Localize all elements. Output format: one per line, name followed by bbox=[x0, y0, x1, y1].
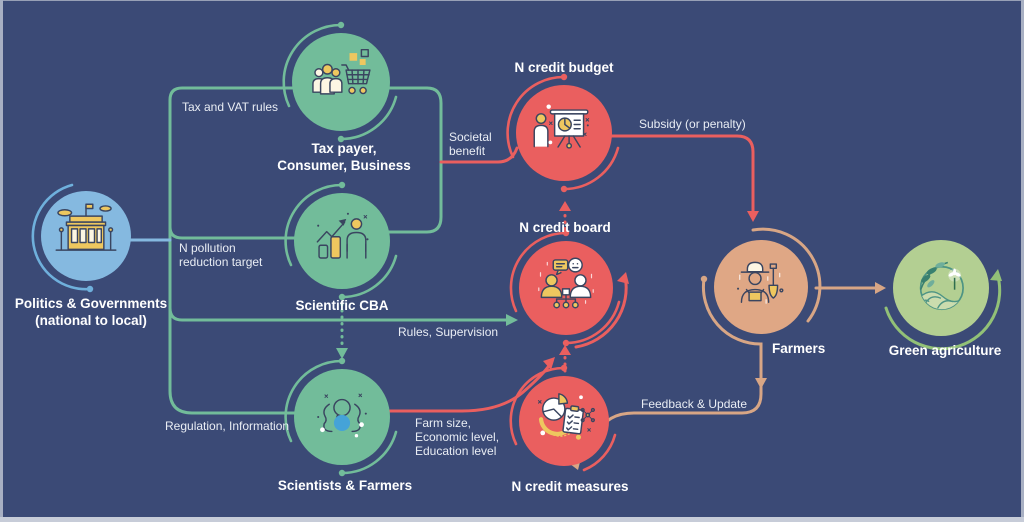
farm-size-label: Farm size, Economic level, Education lev… bbox=[415, 416, 500, 458]
rules-supervision-label: Rules, Supervision bbox=[398, 325, 499, 339]
farmers-top-arc bbox=[751, 227, 822, 323]
node-arcs-red bbox=[506, 75, 621, 472]
board-label: N credit board bbox=[519, 220, 611, 235]
subsidy-arrowhead bbox=[747, 211, 759, 222]
taxpayer-label: Tax payer, Consumer, Business bbox=[277, 141, 411, 173]
farmers-circle bbox=[714, 240, 808, 334]
pie-checklist-icon bbox=[537, 393, 595, 440]
board-budget-arrowhead bbox=[559, 201, 571, 211]
politics-arc bbox=[31, 183, 92, 291]
regulation-information-label: Regulation, Information bbox=[165, 419, 290, 433]
agri-arc-arrowhead bbox=[990, 269, 1002, 281]
presentation-chart-icon bbox=[533, 104, 590, 149]
agri-label: Green agriculture bbox=[888, 343, 1002, 358]
societal-benefit-label: Societal benefit bbox=[449, 130, 492, 158]
edge-societal-benefit bbox=[439, 146, 519, 164]
farmers-agri-arrowhead bbox=[875, 282, 886, 294]
feedback-mid-arrowhead bbox=[755, 378, 767, 389]
feedback-update-label: Feedback & Update bbox=[641, 397, 748, 411]
discussion-bubble-icon bbox=[317, 393, 367, 438]
budget-label: N credit budget bbox=[514, 60, 614, 75]
n-pollution-target-label: N pollution reduction target bbox=[179, 241, 263, 269]
farmer-shovel-icon bbox=[737, 261, 784, 304]
measures-label: N credit measures bbox=[511, 479, 629, 494]
node-arcs-green bbox=[282, 23, 398, 475]
agri-circle bbox=[893, 240, 989, 336]
scientists-label: Scientists & Farmers bbox=[277, 478, 413, 493]
measures-board-arrowhead bbox=[559, 345, 571, 355]
people-shopping-cart-icon bbox=[312, 48, 371, 95]
tax-vat-rules-label: Tax and VAT rules bbox=[182, 100, 279, 114]
cba-circle bbox=[294, 193, 390, 289]
subsidy-penalty-label: Subsidy (or penalty) bbox=[639, 117, 746, 131]
edge-measures-to-board-curve bbox=[574, 274, 628, 349]
node-arc-dots-red bbox=[560, 73, 570, 372]
politics-label: Politics & Governments (national to loca… bbox=[14, 296, 168, 328]
growth-chart-icon bbox=[316, 212, 369, 259]
board-curve-arrowhead bbox=[617, 272, 629, 284]
rules-supervision-arrowhead bbox=[506, 314, 518, 326]
green-agriculture-icon bbox=[919, 261, 964, 311]
board-circle bbox=[519, 241, 613, 335]
edge-government-bracket bbox=[168, 86, 510, 415]
farm-size-arrowhead bbox=[543, 357, 555, 370]
committee-orgchart-icon bbox=[538, 257, 594, 309]
edge-subsidy bbox=[610, 134, 755, 215]
government-building-icon bbox=[55, 203, 117, 251]
edge-benefit-bracket bbox=[387, 86, 443, 234]
cba-label: Scientific CBA bbox=[295, 298, 389, 313]
node-arc-dots-green bbox=[337, 21, 346, 477]
feedback-start-dot bbox=[700, 275, 708, 283]
farmers-label: Farmers bbox=[772, 341, 826, 356]
agri-arc bbox=[884, 271, 1002, 351]
cba-scientists-arrowhead bbox=[336, 348, 348, 359]
politics-arc-dot bbox=[86, 285, 94, 293]
